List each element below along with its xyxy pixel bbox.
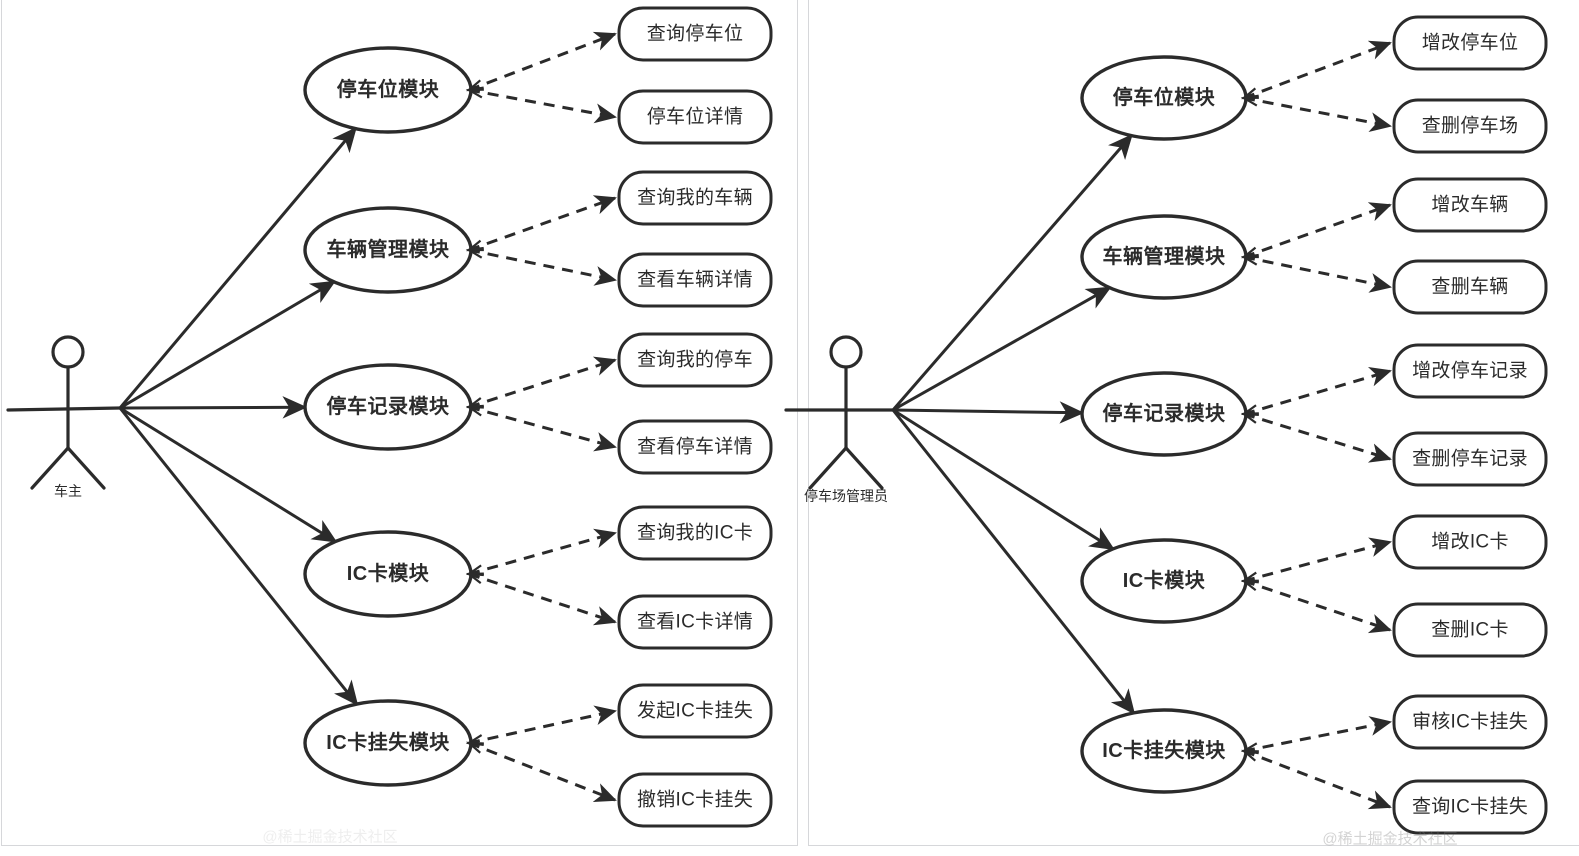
use-case-label: 增改IC卡 — [1431, 531, 1509, 553]
association-line — [119, 406, 338, 543]
use-case-label: 查询停车位 — [646, 23, 744, 45]
use-case-label: 撤销IC卡挂失 — [636, 789, 754, 811]
include-dashed-line — [468, 741, 617, 803]
include-dashed-line — [468, 195, 617, 252]
include-arrow-tick — [465, 741, 484, 754]
include-arrow-tick — [465, 404, 484, 417]
actor-label: 车主 — [54, 483, 82, 499]
use-case-box — [617, 683, 773, 739]
use-case-box — [617, 419, 773, 475]
module-label: 停车记录模块 — [326, 396, 450, 418]
use-case-box — [617, 170, 773, 226]
association-line — [892, 401, 1085, 424]
use-case-box — [1392, 694, 1548, 750]
use-case-box — [1392, 98, 1548, 154]
use-case-label: 查看停车详情 — [637, 436, 753, 458]
association-line — [891, 133, 1133, 411]
association-line — [118, 407, 359, 706]
include-dashed-line — [468, 248, 617, 286]
actor-figure — [784, 335, 895, 490]
use-case-box — [1392, 343, 1548, 399]
use-case-label: 查询我的IC卡 — [636, 522, 754, 544]
module-label: 车辆管理模块 — [1102, 246, 1226, 268]
module-label: IC卡挂失模块 — [1102, 740, 1226, 762]
include-dashed-line — [1243, 749, 1392, 810]
association-line — [891, 409, 1136, 715]
use-case-box — [1392, 15, 1548, 71]
association-line — [119, 280, 336, 410]
use-case-label: 查询我的车辆 — [637, 187, 753, 209]
association-line — [119, 396, 308, 419]
association-line — [892, 408, 1115, 551]
include-dashed-line — [1243, 40, 1392, 100]
use-case-label: 增改停车位 — [1421, 32, 1519, 54]
use-case-box — [1392, 514, 1548, 570]
use-case-label: 查删IC卡 — [1431, 619, 1509, 641]
use-case-box — [617, 6, 773, 62]
include-arrow-tick — [465, 572, 484, 584]
use-case-box — [1392, 779, 1548, 835]
include-arrow-tick — [1240, 579, 1259, 592]
include-dashed-line — [468, 88, 617, 124]
use-case-label: 审核IC卡挂失 — [1411, 711, 1529, 733]
include-dashed-line — [1243, 412, 1392, 463]
include-arrow-tick — [1240, 412, 1259, 424]
include-arrow-tick — [1240, 749, 1259, 762]
include-dashed-line — [1243, 96, 1392, 133]
association-line — [118, 126, 357, 409]
use-case-box — [1392, 431, 1548, 487]
use-case-label: 查询我的停车 — [637, 349, 753, 371]
use-case-box — [617, 594, 773, 650]
actor-label: 停车场管理员 — [804, 488, 888, 504]
include-dashed-line — [468, 31, 617, 92]
module-label: IC卡模块 — [346, 563, 430, 585]
module-label: 停车记录模块 — [1102, 403, 1226, 425]
include-dashed-line — [1243, 367, 1392, 416]
use-case-box — [1392, 602, 1548, 658]
watermark-left: @稀土掘金技术社区 — [262, 828, 398, 846]
use-case-label: 停车位详情 — [646, 106, 744, 128]
include-dashed-line — [1243, 579, 1392, 634]
include-arrow-tick — [1240, 253, 1259, 266]
association-line — [892, 286, 1112, 412]
use-case-box — [617, 89, 773, 145]
use-case-label: 查看IC卡详情 — [636, 611, 754, 633]
include-arrow-tick — [465, 246, 484, 259]
include-arrow-tick — [465, 86, 484, 99]
use-case-label: 查询IC卡挂失 — [1411, 796, 1529, 818]
actor-figure — [6, 335, 122, 490]
include-dashed-line — [1243, 716, 1392, 753]
include-dashed-line — [1243, 537, 1392, 583]
include-dashed-line — [1243, 255, 1392, 293]
use-case-label: 发起IC卡挂失 — [636, 700, 754, 722]
use-case-label: 增改停车记录 — [1412, 360, 1528, 382]
include-dashed-line — [468, 528, 617, 576]
use-case-label: 查删停车场 — [1421, 115, 1519, 137]
module-label: 车辆管理模块 — [326, 239, 450, 261]
module-label: IC卡模块 — [1122, 570, 1206, 592]
include-dashed-line — [468, 705, 617, 745]
watermark-right: @稀土掘金技术社区 — [1322, 830, 1458, 848]
use-case-box — [1392, 259, 1548, 315]
module-label: 停车位模块 — [336, 79, 440, 101]
use-case-label: 查看车辆详情 — [637, 269, 753, 291]
include-dashed-line — [468, 572, 617, 626]
include-dashed-line — [468, 356, 617, 409]
include-arrow-tick — [1240, 94, 1259, 107]
module-label: 停车位模块 — [1112, 87, 1216, 109]
use-case-box — [617, 332, 773, 388]
use-case-label: 查删停车记录 — [1412, 448, 1528, 470]
use-case-box — [1392, 177, 1548, 233]
use-case-label: 查删车辆 — [1431, 276, 1509, 298]
include-dashed-line — [1243, 202, 1392, 259]
use-case-box — [617, 505, 773, 561]
use-case-label: 增改车辆 — [1431, 194, 1509, 216]
include-dashed-line — [468, 405, 617, 452]
module-label: IC卡挂失模块 — [326, 732, 450, 754]
use-case-box — [617, 772, 773, 828]
use-case-box — [617, 252, 773, 308]
